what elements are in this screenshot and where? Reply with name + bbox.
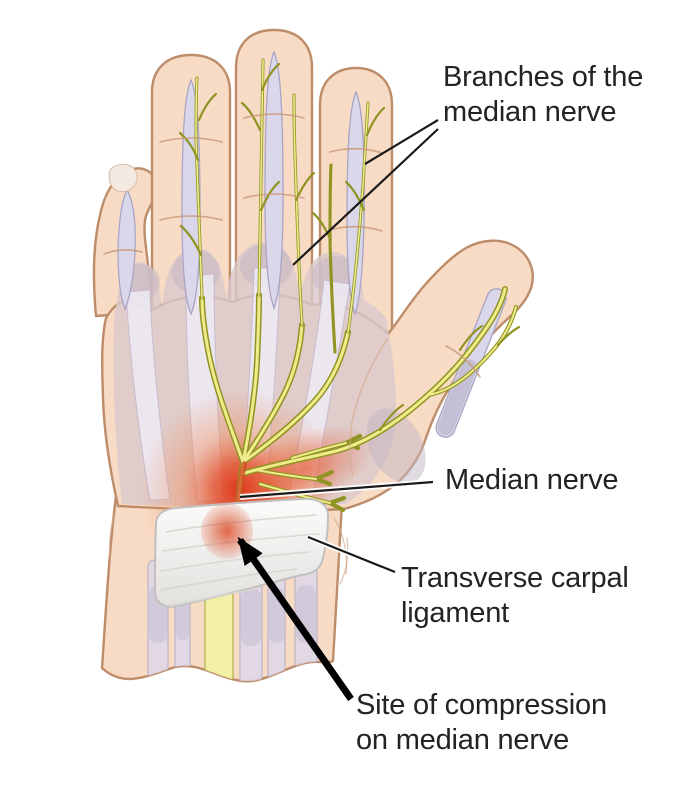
label-branches-of-median-nerve: Branches of the median nerve [443, 60, 643, 130]
label-branches-line1: Branches of the [443, 61, 644, 93]
finger-tendons [108, 50, 507, 438]
label-site-line2: on median nerve [356, 724, 570, 756]
tendon-middle [264, 50, 284, 310]
label-site-of-compression: Site of compression on median nerve [356, 688, 607, 758]
leader-line-median-nerve [239, 480, 434, 499]
leader-line-ligament [307, 535, 396, 574]
label-branches-line2: median nerve [443, 96, 617, 128]
annotations [237, 119, 439, 702]
leader-line-branches-2 [292, 128, 439, 266]
label-ligament-line2: ligament [401, 597, 510, 629]
label-transverse-carpal-ligament: Transverse carpal ligament [401, 561, 629, 631]
label-median-text: Median nerve [445, 464, 619, 496]
label-median-nerve: Median nerve [445, 463, 619, 498]
label-site-line1: Site of compression [356, 689, 607, 721]
compression-arrow [237, 536, 354, 702]
label-ligament-line1: Transverse carpal [401, 562, 629, 594]
pinky-nail [108, 163, 138, 193]
leader-line-branches-1 [364, 119, 439, 165]
skin-creases [103, 113, 481, 585]
